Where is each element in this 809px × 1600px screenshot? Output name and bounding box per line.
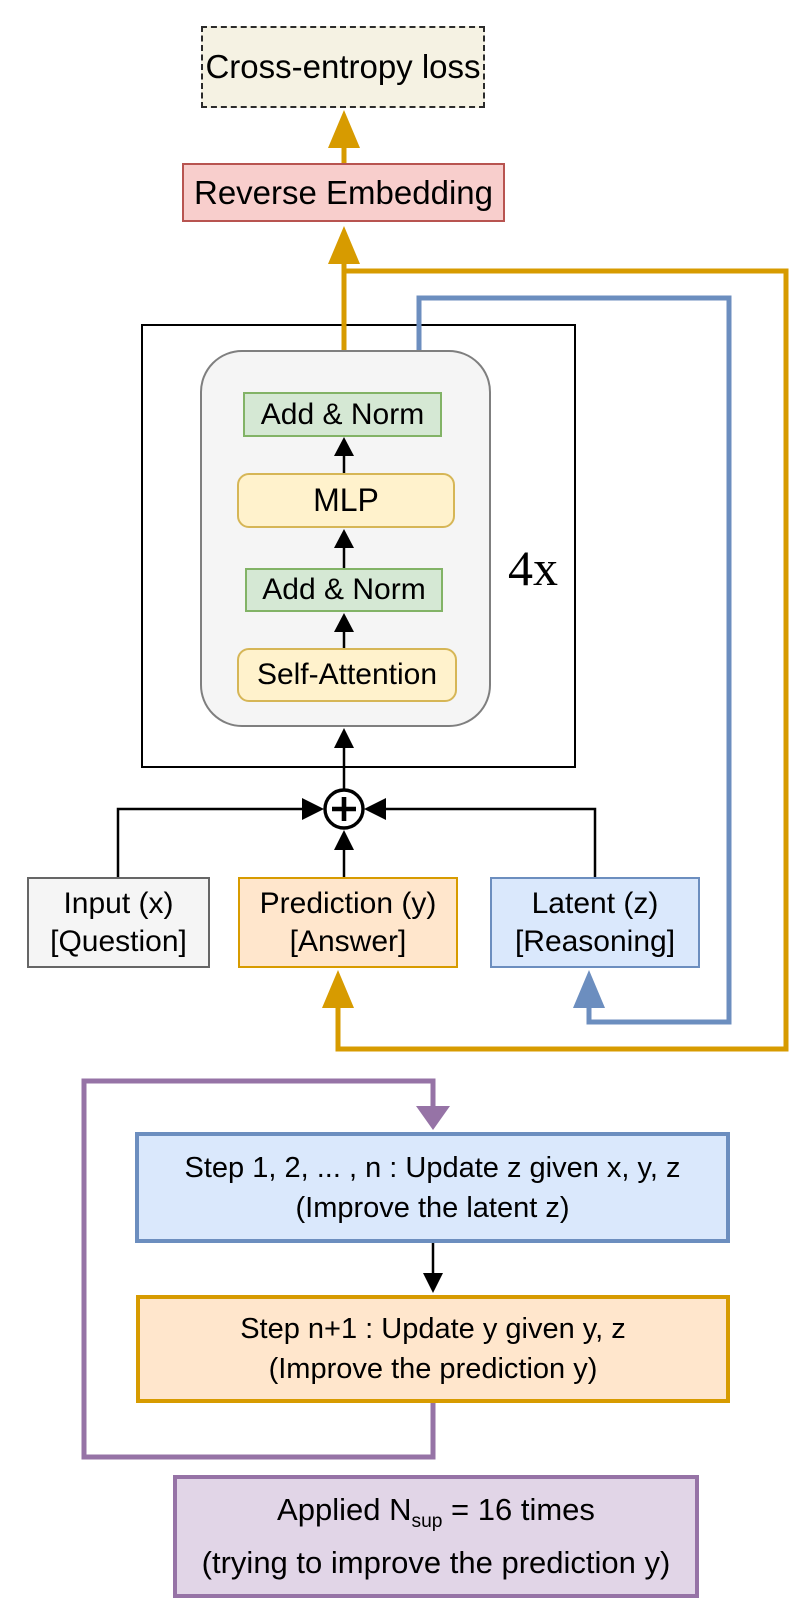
add-norm-bottom-box: Add & Norm — [245, 568, 443, 612]
prediction-label-line1: Prediction (y) — [259, 886, 437, 920]
latent-label-line1: Latent (z) — [531, 886, 659, 920]
applied-times-line1: Applied Nsup = 16 times — [277, 1492, 595, 1533]
gold-arrow-to-loss — [328, 110, 360, 163]
step-update-z-line1: Step 1, 2, ... , n : Update z given x, y… — [184, 1151, 681, 1184]
latent-box: Latent (z) [Reasoning] — [490, 877, 700, 968]
applied-sub: sup — [411, 1511, 443, 1533]
input-label-line2: [Question] — [50, 924, 187, 958]
add-norm-top-label: Add & Norm — [260, 397, 425, 431]
step-update-z-box: Step 1, 2, ... , n : Update z given x, y… — [135, 1132, 730, 1243]
sum-node — [323, 788, 365, 830]
arrow-prediction-to-sum — [334, 830, 354, 877]
prediction-box: Prediction (y) [Answer] — [238, 877, 458, 968]
applied-times-line2: (trying to improve the prediction y) — [201, 1544, 671, 1580]
add-norm-bottom-label: Add & Norm — [262, 573, 426, 606]
cross-entropy-loss-label: Cross-entropy loss — [205, 48, 481, 86]
step-update-z-line2: (Improve the latent z) — [295, 1191, 570, 1224]
reverse-embedding-box: Reverse Embedding — [182, 163, 505, 222]
step-update-y-line1: Step n+1 : Update y given y, z — [240, 1313, 626, 1345]
reverse-embedding-label: Reverse Embedding — [194, 173, 493, 211]
plus-icon — [332, 797, 356, 821]
add-norm-top-box: Add & Norm — [243, 392, 442, 437]
input-label-line1: Input (x) — [63, 886, 174, 920]
mlp-box: MLP — [237, 473, 455, 528]
arrow-stepz-to-stepy — [423, 1243, 443, 1293]
input-box: Input (x) [Question] — [27, 877, 210, 968]
step-update-y-line2: (Improve the prediction y) — [268, 1353, 598, 1385]
repeat-count-label: 4x — [508, 540, 558, 596]
arrow-input-to-sum — [116, 798, 324, 877]
self-attention-box: Self-Attention — [237, 648, 457, 702]
applied-times-box: Applied Nsup = 16 times (trying to impro… — [173, 1475, 699, 1598]
step-update-y-box: Step n+1 : Update y given y, z (Improve … — [136, 1295, 730, 1403]
latent-label-line2: [Reasoning] — [514, 924, 676, 958]
cross-entropy-loss-box: Cross-entropy loss — [201, 26, 485, 108]
prediction-label-line2: [Answer] — [289, 924, 407, 958]
self-attention-label: Self-Attention — [256, 658, 438, 691]
arrow-latent-to-sum — [364, 798, 597, 877]
mlp-label: MLP — [313, 482, 379, 519]
